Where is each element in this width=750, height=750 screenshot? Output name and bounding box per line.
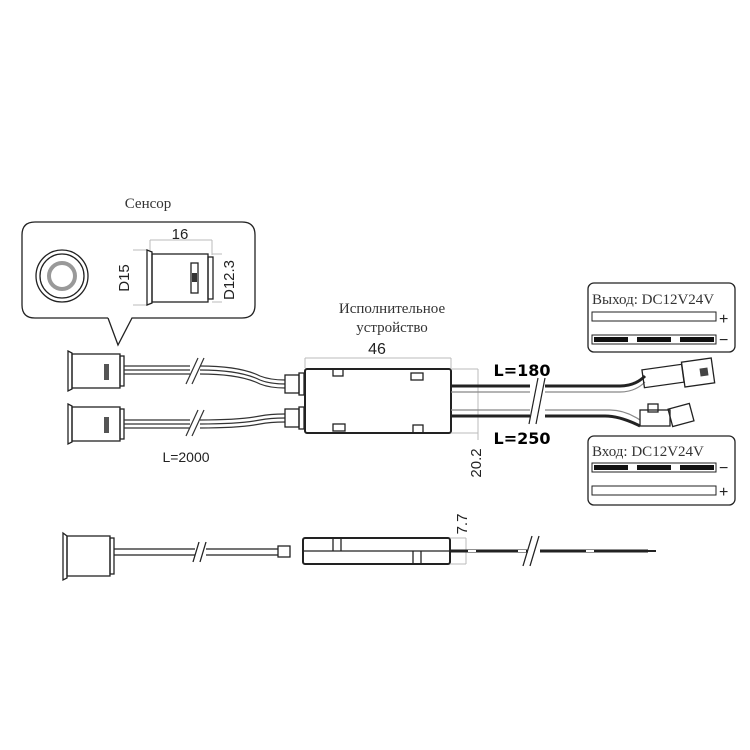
input-legend-title: Вход: DC12V24V (592, 444, 704, 460)
sensor-front-view (35, 249, 89, 303)
controller-box (304, 368, 452, 434)
sensor-cables (124, 357, 286, 437)
sensor-flange-diameter-label: D15 (116, 264, 133, 292)
controller-length-label: 46 (368, 341, 386, 358)
sensor-plugs (284, 372, 305, 430)
input-legend: Вход: DC12V24V − + (587, 435, 736, 506)
controller-width-label: 20.2 (468, 448, 485, 477)
sensor-callout-box (21, 221, 256, 347)
sensor-cable-length-label: L=2000 (162, 449, 209, 465)
output-legend-title: Выход: DC12V24V (592, 292, 714, 308)
input-minus-label: − (719, 460, 728, 477)
sensor-length-label: 16 (172, 226, 189, 243)
input-connector (639, 402, 695, 428)
input-cable-length-label: L=250 (494, 429, 551, 448)
sensor-title: Сенсор (125, 196, 172, 212)
power-cables (451, 374, 647, 428)
sensor-body-diameter-label: D12.3 (221, 260, 238, 300)
controller-height-label: 7.7 (454, 514, 471, 535)
output-connector (641, 357, 716, 389)
side-view-assembly (62, 531, 656, 582)
output-plus-label: + (719, 311, 728, 328)
sensor-side-view (133, 239, 222, 306)
controller-title-line1: Исполнительное (339, 301, 446, 317)
output-cable-length-label: L=180 (494, 361, 551, 380)
output-minus-label: − (719, 332, 728, 349)
output-legend: Выход: DC12V24V + − (587, 282, 736, 353)
controller-title-line2: устройство (356, 320, 428, 336)
sensor-2 (67, 402, 125, 446)
sensor-1 (67, 349, 125, 393)
input-plus-label: + (719, 484, 728, 501)
